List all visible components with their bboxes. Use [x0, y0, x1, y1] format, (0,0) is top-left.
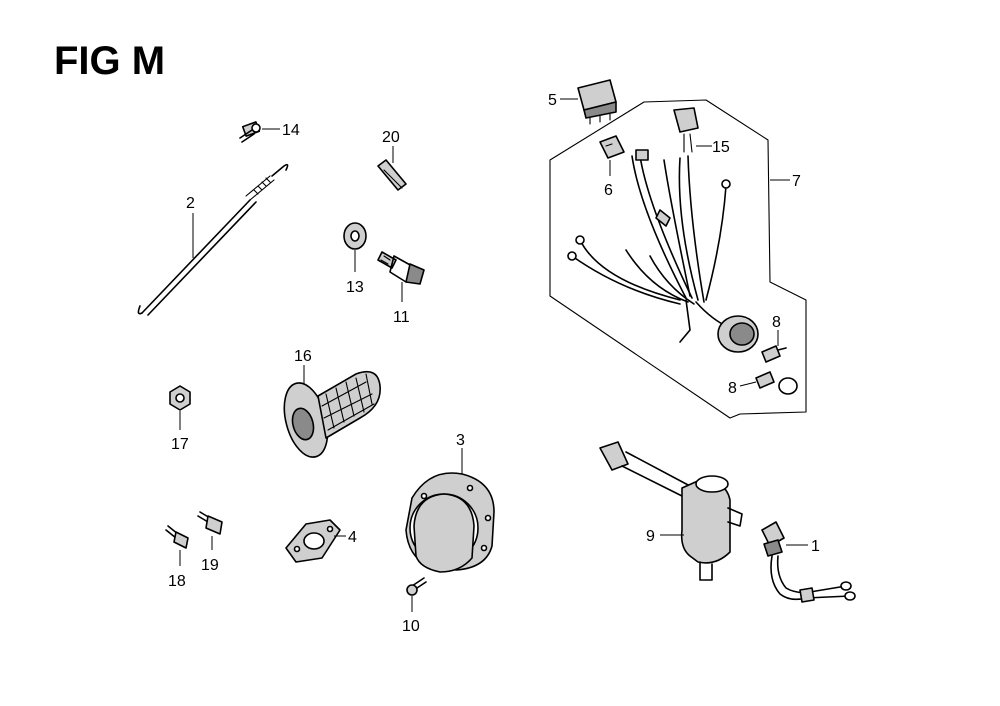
part-11-sensor — [377, 251, 425, 285]
callout-20: 20 — [382, 129, 400, 146]
callout-16: 16 — [294, 348, 312, 365]
part-3-cover — [405, 472, 495, 573]
callout-13: 13 — [346, 279, 364, 296]
part-4-gasket — [285, 519, 341, 563]
part-8-key — [755, 345, 798, 395]
part-6-connector — [599, 135, 625, 159]
callout-1: 1 — [811, 538, 820, 555]
callout-3: 3 — [456, 432, 465, 449]
callout-11: 11 — [393, 309, 410, 326]
leader-8b — [739, 381, 757, 387]
part-1-sensor — [761, 521, 856, 603]
callout-15: 15 — [712, 139, 730, 156]
figure-title: FIG M — [54, 39, 165, 83]
part-7-wiring-harness — [567, 149, 759, 353]
callout-5: 5 — [548, 92, 557, 109]
part-9-solenoid — [599, 441, 743, 581]
callout-2: 2 — [186, 195, 195, 212]
callout-8b: 8 — [728, 380, 737, 397]
part-15-connector — [673, 107, 699, 153]
part-18-bolt — [165, 525, 189, 549]
part-5-relay — [577, 79, 617, 125]
callout-17: 17 — [171, 436, 189, 453]
callout-10: 10 — [402, 618, 420, 635]
callout-19: 19 — [201, 557, 219, 574]
callout-7: 7 — [792, 173, 801, 190]
part-16-grip — [283, 370, 381, 458]
callout-6: 6 — [604, 182, 613, 199]
part-20-pin — [377, 159, 407, 191]
callout-9: 9 — [646, 528, 655, 545]
part-10-screw — [406, 577, 427, 596]
part-2-rod — [137, 163, 289, 316]
harness-boundary — [549, 99, 807, 419]
part-13-washer — [343, 222, 367, 250]
part-17-nut — [169, 385, 191, 411]
part-19-bolt — [197, 511, 223, 535]
callout-4: 4 — [348, 529, 357, 546]
callout-18: 18 — [168, 573, 186, 590]
callout-8a: 8 — [772, 314, 781, 331]
part-14-screw — [239, 121, 261, 143]
callout-14: 14 — [282, 122, 300, 139]
